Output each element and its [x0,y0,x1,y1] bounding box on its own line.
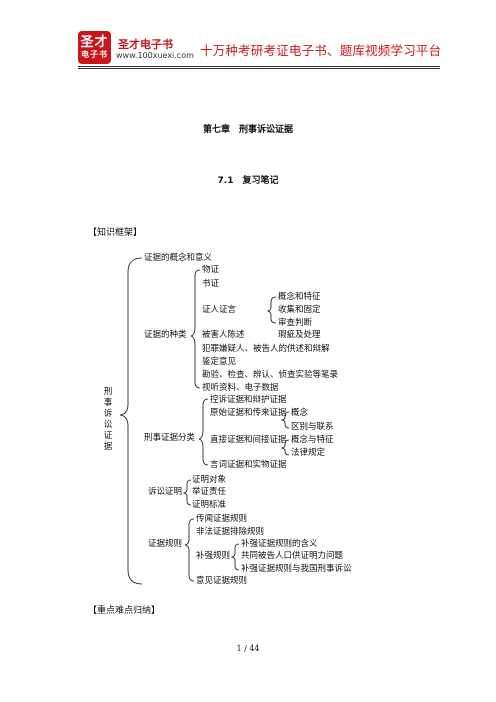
logo-text-1: 圣才 [80,35,109,50]
root-label-glyph: 诉 [103,409,113,419]
oh-difference: 区别与联系 [291,422,334,432]
class-direct-indirect: 直接证据和间接证据 [210,435,287,445]
header-rule-bottom [78,68,440,69]
page-number: 1 / 44 [236,644,260,653]
class-original-hearsay: 原始证据和传来证据 [210,408,287,418]
oh-concept: 概念 [291,408,309,418]
l1-proof: 诉讼证明 [148,487,183,497]
testimony-review: 审查判断 [278,318,313,328]
logo-text-2: 电子书 [81,50,108,59]
key-points-heading: 【重点难点归纳】 [88,606,161,616]
l1-classification: 刑事证据分类 [144,433,196,443]
proof-burden: 举证责任 [192,487,227,497]
root-label-glyph: 刑 [103,387,113,397]
di-concept: 概念与特征 [291,435,334,445]
l1-rules: 证据规则 [148,539,183,549]
header-slogan: 十万种考研考证电子书、题库视频学习平台 [200,43,442,58]
testimony-concept: 概念和特征 [278,292,321,302]
root-label-glyph: 证 [103,431,113,441]
l1-evidence-concept: 证据的概念和意义 [144,253,213,263]
testimony-collect: 收集和固定 [278,305,321,315]
chapter-title: 第七章 刑事诉讼证据 [202,125,293,135]
proof-object: 证明对象 [192,475,227,485]
corr-china: 补强证据规则与我国刑事诉讼 [241,564,352,574]
type-victim: 被害人陈述 [202,330,245,340]
rule-hearsay: 传闻证据规则 [196,514,248,524]
rule-opinion: 意见证据规则 [196,576,248,586]
type-audiovisual: 视听资料、电子数据 [202,383,279,393]
type-testimony: 证人证言 [202,305,237,315]
root-label-char: 刑事诉讼证据 [103,387,113,453]
header-rule-top [78,66,440,67]
root-label-glyph: 事 [103,398,113,408]
type-physical: 物证 [202,265,220,275]
rule-corroboration: 补强规则 [196,551,231,561]
type-confession: 犯罪嫌疑人、被告人的供述和辩解 [202,344,330,354]
corr-meaning: 补强证据规则的含义 [241,539,318,549]
section-title: 7.1 复习笔记 [217,176,279,186]
brand-name: 圣才电子书 [118,38,173,51]
type-documentary: 书证 [202,279,220,289]
rule-exclusion: 非法证据排除规则 [196,527,265,537]
victim-note: 瑕疵及处理 [278,330,321,340]
class-prosecution-defense: 控诉证据和辩护证据 [210,395,287,405]
di-law: 法律规定 [291,448,326,458]
site-url[interactable]: www.100xuexi.com [116,51,194,60]
l1-evidence-types: 证据的种类 [144,330,187,340]
corr-codefendant: 共同被告人口供证明力问题 [241,551,344,561]
type-records: 勘验、检查、辨认、侦查实验等笔录 [202,370,339,380]
root-label-glyph: 据 [103,442,113,452]
root-label-glyph: 讼 [103,420,113,430]
proof-standard: 证明标准 [192,500,227,510]
class-verbal-physical: 言词证据和实物证据 [210,460,287,470]
framework-heading: 【知识框架】 [88,228,143,238]
type-expert: 鉴定意见 [202,357,237,367]
brand-logo: 圣才 电子书 [78,31,111,64]
